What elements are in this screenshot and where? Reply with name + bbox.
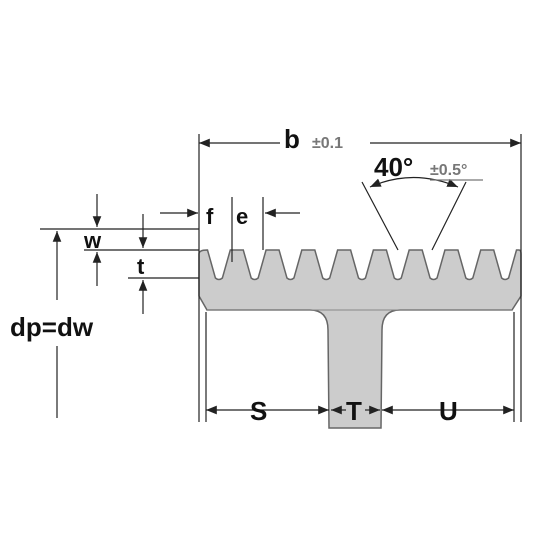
label-t-width: T (346, 396, 362, 426)
angle-line-left (361, 181, 399, 251)
label-b: b (284, 124, 300, 154)
label-w: w (83, 228, 102, 253)
label-u: U (439, 396, 458, 426)
label-dp-dw: dp=dw (10, 312, 94, 342)
label-f: f (206, 204, 214, 229)
label-b-tolerance: ±0.1 (312, 135, 343, 152)
belt-profile-shape (198, 249, 522, 429)
label-e: e (236, 204, 248, 229)
angle-arc (369, 176, 459, 188)
angle-line-right (431, 181, 467, 251)
label-t: t (137, 254, 145, 279)
label-angle: 40° (374, 152, 413, 182)
label-angle-tolerance: ±0.5° (430, 162, 467, 179)
label-s: S (250, 396, 267, 426)
